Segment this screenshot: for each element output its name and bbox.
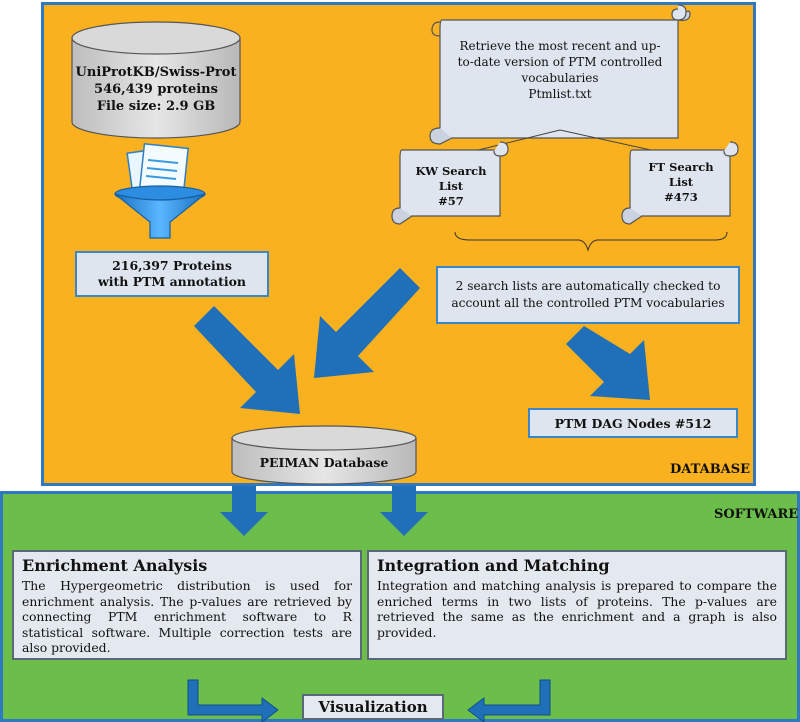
kw-line2: List [438,179,464,193]
kw-search-list-text: KW Search List #57 [404,164,498,209]
check-line2: account all the controlled PTM vocabular… [451,296,725,310]
integration-matching-box: Integration and Matching Integration and… [367,550,787,660]
enrichment-title: Enrichment Analysis [22,556,208,575]
kw-line1: KW Search [415,164,487,178]
kw-line3: #57 [438,194,464,208]
uniprot-line3: File size: 2.9 GB [96,99,216,114]
ft-line3: #473 [664,190,698,204]
enrichment-analysis-box: Enrichment Analysis The Hypergeometric d… [12,550,362,660]
software-section-label: SOFTWARE [714,507,799,522]
arrow-to-dag-nodes [566,326,650,400]
peiman-database-cylinder [231,425,417,485]
visualization-label: Visualization [318,698,428,716]
filtered-line2: with PTM annotation [97,274,247,289]
search-lists-check-box: 2 search lists are automatically checked… [436,266,740,324]
scroll-line3: vocabularies [521,71,599,85]
connector-line [469,129,561,153]
connector-line [559,129,661,153]
ft-search-list-text: FT Search List #473 [634,160,728,205]
integration-body: Integration and matching analysis is pre… [377,578,777,640]
database-section-label: DATABASE [670,462,751,477]
check-line1: 2 search lists are automatically checked… [455,279,721,293]
uniprot-label: UniProtKB/Swiss-Prot 546,439 proteins Fi… [72,64,240,115]
arrow-filtered-to-db [194,306,300,414]
arrow-enrichment-to-visualization [187,679,279,722]
brace [454,231,728,252]
uniprot-line2: 546,439 proteins [94,82,218,97]
arrow-integration-to-visualization [467,679,551,722]
scroll-line1: Retrieve the most recent and up- [459,39,661,53]
dag-nodes-label: PTM DAG Nodes #512 [554,415,712,431]
arrow-scroll-to-db [314,268,420,378]
ptm-annotation-box: 216,397 Proteins with PTM annotation [75,251,269,297]
integration-title: Integration and Matching [377,556,610,575]
filtered-line1: 216,397 Proteins [112,258,232,273]
peiman-database-label: PEIMAN Database [259,455,389,470]
kw-search-list-scroll [391,141,509,225]
uniprot-database-cylinder [71,21,241,139]
arrow-db-to-enrichment [220,486,268,536]
uniprot-line1: UniProtKB/Swiss-Prot [75,65,237,80]
scroll-line2: to-date version of PTM controlled [457,55,663,69]
ptm-dag-nodes-box: PTM DAG Nodes #512 [528,408,738,438]
arrow-db-to-integration [380,486,428,536]
enrichment-body: The Hypergeometric distribution is used … [22,578,352,656]
scroll-line4: Ptmlist.txt [528,87,592,101]
ft-line1: FT Search [648,160,714,174]
ptmlist-scroll [429,4,691,145]
filter-funnel-icon [114,142,206,239]
ft-search-list-scroll [621,141,739,225]
visualization-box: Visualization [302,694,444,720]
ptmlist-text: Retrieve the most recent and up- to-date… [446,38,674,102]
ft-line2: List [668,175,694,189]
